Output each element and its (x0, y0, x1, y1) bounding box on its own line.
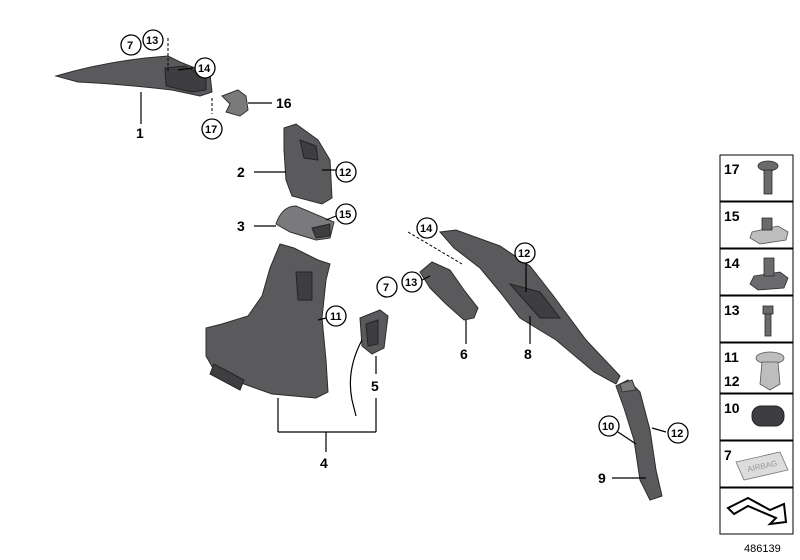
part-label-5: 5 (371, 378, 379, 394)
part-1-a-pillar-trim (54, 38, 213, 124)
part-label-16: 16 (276, 95, 292, 111)
part-label-6: 6 (460, 346, 468, 362)
legend-num-7: 7 (724, 447, 732, 463)
callout-12c: 12 (667, 422, 689, 444)
callout-7a: 7 (120, 34, 142, 56)
part-5-belt-adjuster-cover (349, 309, 389, 432)
callout-14b: 14 (416, 217, 438, 239)
legend-item-7: 7 AIRBAG (719, 440, 794, 488)
part-label-4: 4 (320, 455, 328, 471)
callout-17-text: 17 (205, 124, 217, 136)
part-6-c-pillar-insert (407, 231, 479, 344)
part-8-long-side-trim (439, 229, 621, 385)
part-4-b-pillar-lower-trim (205, 243, 331, 399)
callout-7b: 7 (376, 276, 398, 298)
callout-11: 11 (325, 305, 347, 327)
callout-14a: 14 (177, 57, 216, 79)
callout-7b-text: 7 (383, 282, 389, 294)
legend-num-13: 13 (724, 302, 740, 318)
callout-12b-text: 12 (518, 248, 530, 260)
callout-10-text: 10 (602, 421, 614, 433)
callout-13b: 13 (401, 271, 431, 293)
legend-item-10: 10 (719, 393, 794, 441)
legend-item-13: 13 (719, 295, 794, 343)
callout-14b-text: 14 (420, 223, 433, 235)
legend-num-10: 10 (724, 400, 740, 416)
bolt-icon (762, 305, 774, 337)
part-3-trim-strip (254, 205, 337, 241)
legend-item-arrow (719, 487, 794, 535)
legend-num-11: 11 (724, 349, 739, 365)
arrow-icon (726, 496, 788, 526)
legend-item-11-12: 11 12 (719, 342, 794, 394)
callout-12c-text: 12 (671, 428, 683, 440)
plug-icon (751, 405, 785, 427)
legend-num-17: 17 (724, 161, 740, 177)
legend-num-14: 14 (724, 255, 740, 271)
part-9-d-pillar-trim (612, 379, 667, 501)
legend-num-15: 15 (724, 208, 740, 224)
part-label-1: 1 (136, 125, 144, 141)
group-bracket-4-5 (277, 398, 376, 452)
legend-item-17: 17 (719, 154, 794, 202)
callout-14a-text: 14 (198, 63, 211, 75)
callout-13a-text: 13 (146, 35, 158, 47)
legend-num-12: 12 (724, 373, 740, 389)
callout-12a-text: 12 (339, 167, 351, 179)
part-2-b-pillar-upper-trim (254, 123, 336, 205)
callout-10: 10 (598, 415, 620, 437)
screw-icon (757, 160, 779, 195)
airbag-emblem-icon: AIRBAG (735, 451, 789, 481)
part-label-9: 9 (598, 470, 606, 486)
legend-item-15: 15 (719, 201, 794, 249)
part-16-bracket (211, 89, 272, 117)
speed-nut-icon (749, 217, 789, 245)
reference-number: 486139 (744, 543, 781, 555)
callout-15: 15 (335, 203, 357, 225)
callout-12b: 12 (514, 242, 536, 264)
part-label-8: 8 (524, 346, 532, 362)
clip-nut-icon (749, 257, 789, 291)
callout-17: 17 (201, 118, 223, 140)
callout-13a: 13 (142, 29, 164, 51)
callout-15-text: 15 (339, 209, 351, 221)
expanding-rivet-icon (755, 351, 785, 391)
callout-12a: 12 (335, 161, 357, 183)
callout-7a-text: 7 (127, 40, 133, 52)
callout-13b-text: 13 (405, 277, 417, 289)
part-label-3: 3 (237, 218, 245, 234)
callout-11-text: 11 (330, 311, 342, 323)
legend: 17 15 14 13 (719, 154, 794, 535)
part-label-2: 2 (237, 164, 245, 180)
legend-item-14: 14 (719, 248, 794, 296)
